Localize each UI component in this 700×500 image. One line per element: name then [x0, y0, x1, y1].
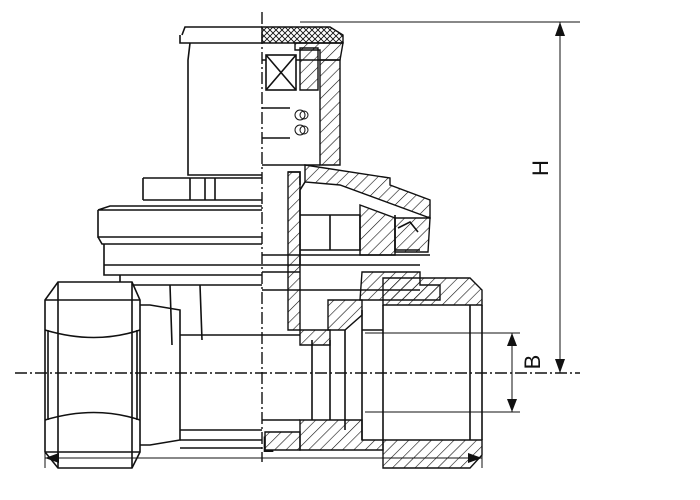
stem-guide-section	[287, 171, 301, 331]
outlet-fitting-lower	[382, 439, 483, 469]
top-cap	[179, 26, 262, 44]
knurled-cap	[261, 26, 344, 44]
spring-seat-section	[299, 47, 319, 91]
upper-bonnet	[187, 42, 262, 176]
body-right-lines	[262, 329, 383, 421]
seat-bore	[311, 310, 363, 440]
dimension-h	[300, 21, 580, 373]
diaphragm-clamp-section	[359, 203, 396, 256]
outlet-fitting-upper	[382, 277, 483, 306]
valve-disc-section	[299, 329, 331, 346]
body-bottom-section	[264, 431, 301, 451]
seat-section	[327, 299, 363, 331]
vent-hook	[397, 220, 419, 233]
bonnet-nut	[142, 177, 262, 201]
diaphragm-ring-section	[394, 217, 431, 253]
flange	[97, 205, 262, 238]
flange-lower	[97, 236, 262, 276]
dimension-l-label: L	[262, 432, 274, 457]
dimension-b-label: B	[520, 355, 545, 370]
dimension-b	[365, 332, 520, 413]
body-main	[140, 304, 262, 449]
diaphragm-housing-section	[304, 164, 431, 220]
hex-nut	[44, 281, 141, 469]
spring-coils	[262, 107, 309, 139]
stem-lines	[262, 254, 430, 291]
dimension-h-label: H	[528, 160, 553, 176]
section-view-right	[261, 26, 483, 469]
adjusting-screw-cross	[265, 54, 297, 91]
hex-nut-facets	[44, 282, 141, 468]
bonnet-wall-section	[319, 59, 341, 166]
exterior-view-left	[44, 26, 262, 469]
body-lower-section	[299, 419, 384, 451]
dimension-l	[44, 440, 483, 468]
